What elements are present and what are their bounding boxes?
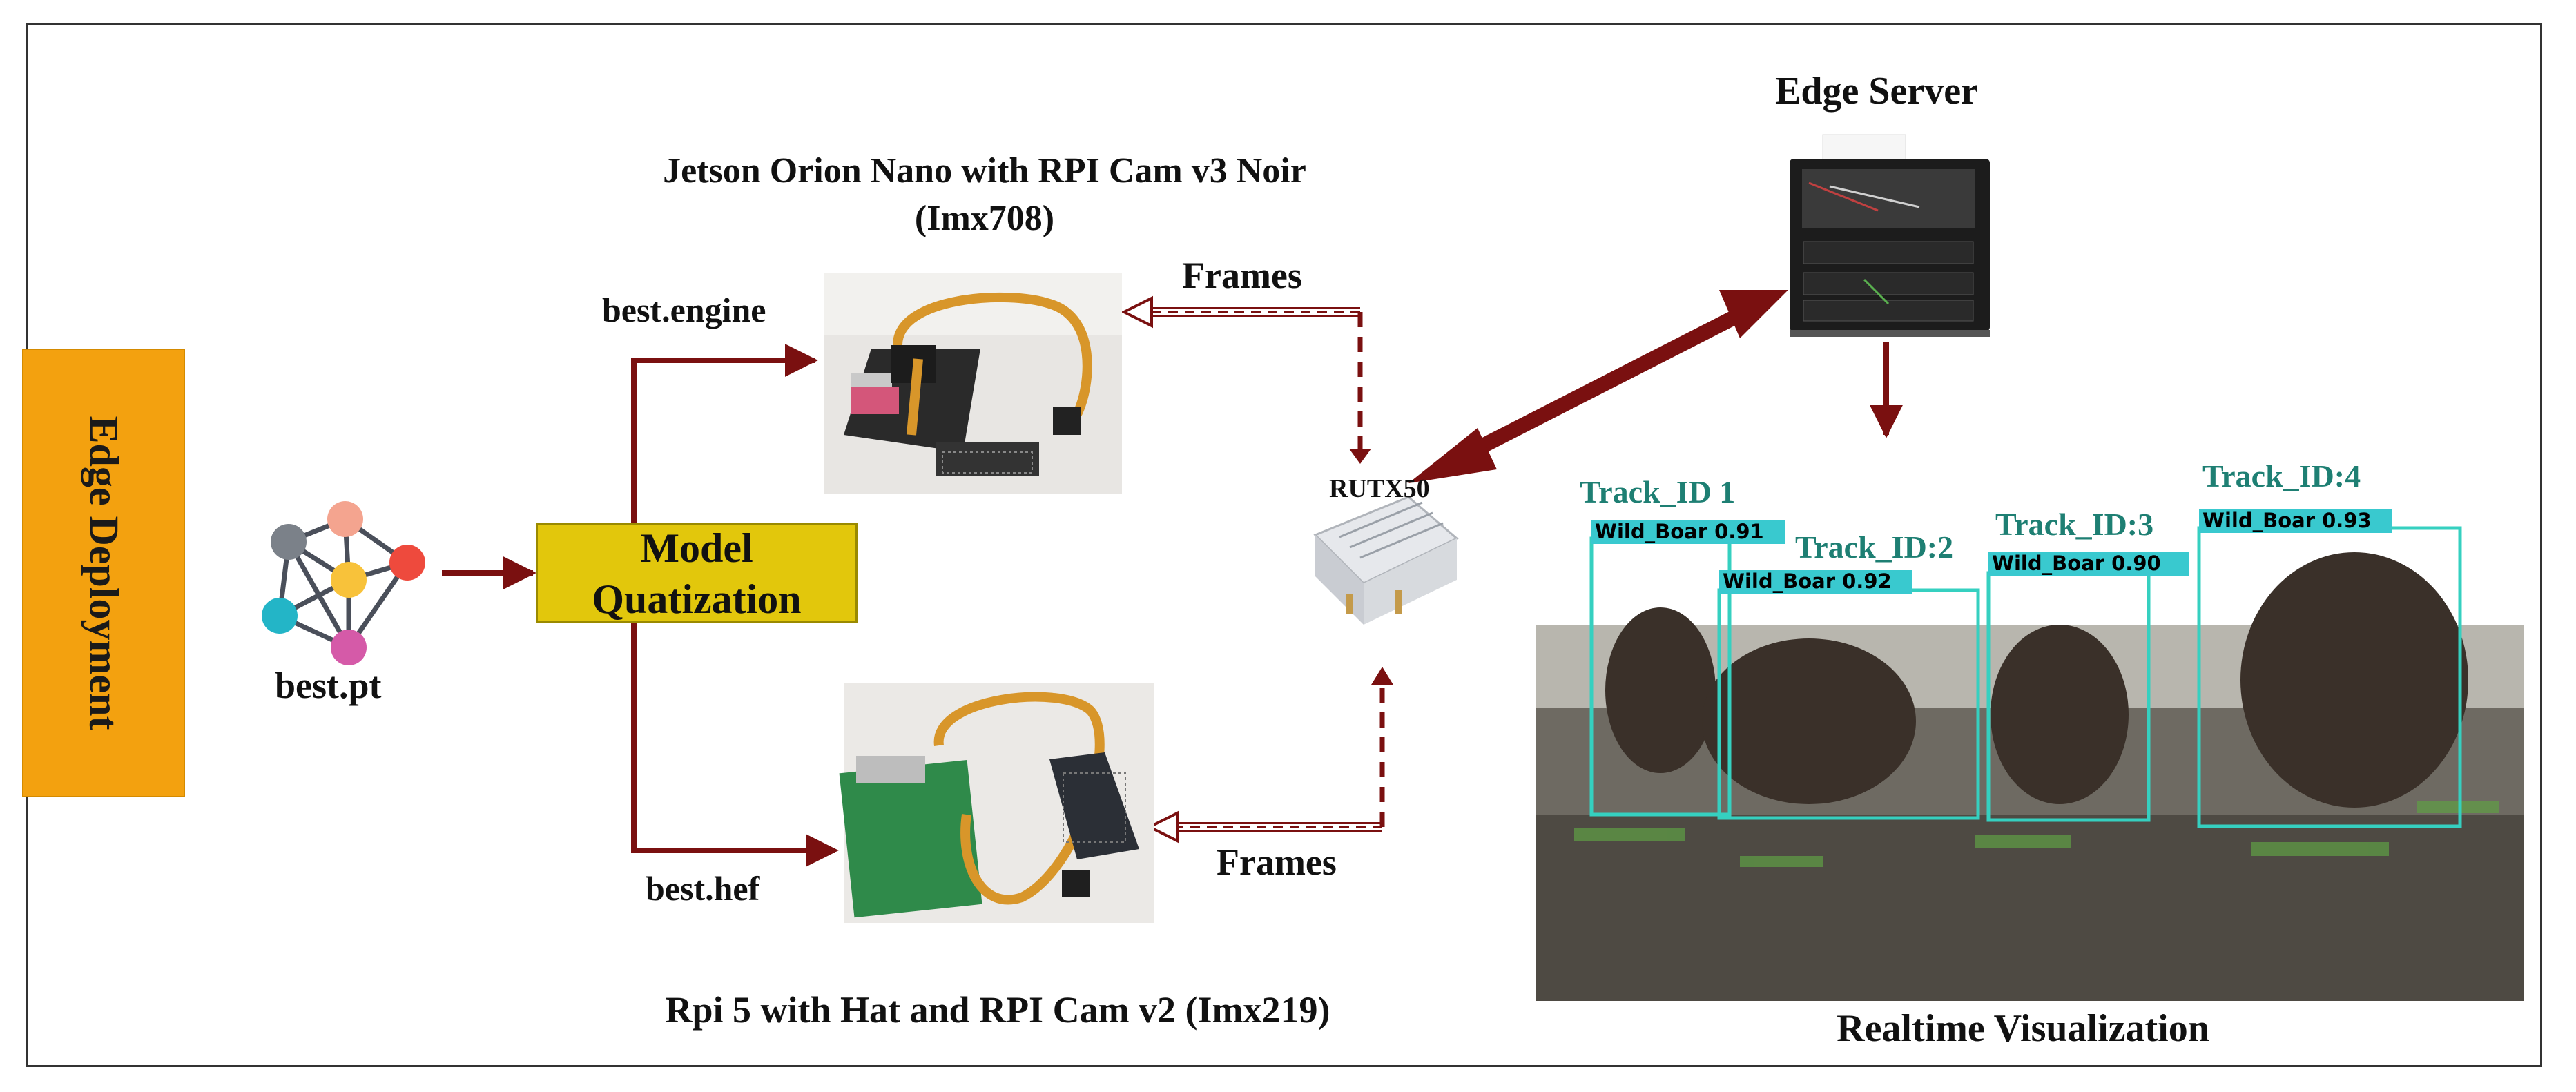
track-label-1: Track_ID 1 <box>1580 474 1735 509</box>
frames-label-bottom: Frames <box>1217 841 1337 883</box>
node-magenta <box>331 630 367 665</box>
node-grey <box>271 524 307 560</box>
jetson-device-photo <box>824 273 1122 494</box>
model-quantization-box: Model Quatization <box>536 523 858 623</box>
rpi-device-photo <box>839 683 1154 923</box>
jetson-title-line2: (Imx708) <box>914 199 1055 238</box>
hef-file-label: best.hef <box>646 869 760 908</box>
edge-server-rack-icon <box>1790 134 1990 337</box>
arrow-frames-to-jetson <box>1121 295 1371 464</box>
arrow-frames-to-rpi <box>1146 667 1393 844</box>
det-label-2: Wild_Boar 0.92 <box>1723 569 1892 593</box>
node-cyan <box>262 598 298 634</box>
node-pink <box>327 501 363 537</box>
track-label-4: Track_ID:4 <box>2202 458 2361 494</box>
node-red <box>389 545 425 581</box>
arrow-to-rpi <box>631 623 839 867</box>
det-label-1: Wild_Boar 0.91 <box>1595 520 1764 543</box>
router-label: RUTX50 <box>1329 474 1430 503</box>
model-file-label: best.pt <box>275 665 382 706</box>
edge-deployment-box <box>22 349 185 797</box>
track-label-2: Track_ID:2 <box>1795 529 1953 565</box>
det-label-3: Wild_Boar 0.90 <box>1992 552 2161 575</box>
engine-file-label: best.engine <box>602 291 766 329</box>
model-network-icon <box>262 501 425 665</box>
visualization-caption: Realtime Visualization <box>1837 1007 2209 1050</box>
track-label-3: Track_ID:3 <box>1995 507 2153 542</box>
quantization-line1: Model <box>640 525 753 571</box>
det-label-4: Wild_Boar 0.93 <box>2202 509 2372 532</box>
node-yellow <box>331 562 367 598</box>
rpi-title: Rpi 5 with Hat and RPI Cam v2 (Imx219) <box>665 989 1330 1031</box>
realtime-visualization-image: Wild_Boar 0.91 Wild_Boar 0.92 Wild_Boar … <box>1536 458 2524 1001</box>
router-device-icon <box>1313 496 1459 625</box>
edge-server-label: Edge Server <box>1775 70 1978 113</box>
arrow-to-jetson <box>631 344 818 523</box>
frames-label-top: Frames <box>1182 255 1302 296</box>
jetson-title-line1: Jetson Orion Nano with RPI Cam v3 Noir <box>663 151 1306 191</box>
quantization-line2: Quatization <box>592 576 802 622</box>
arrow-router-edge-server <box>1408 290 1788 483</box>
